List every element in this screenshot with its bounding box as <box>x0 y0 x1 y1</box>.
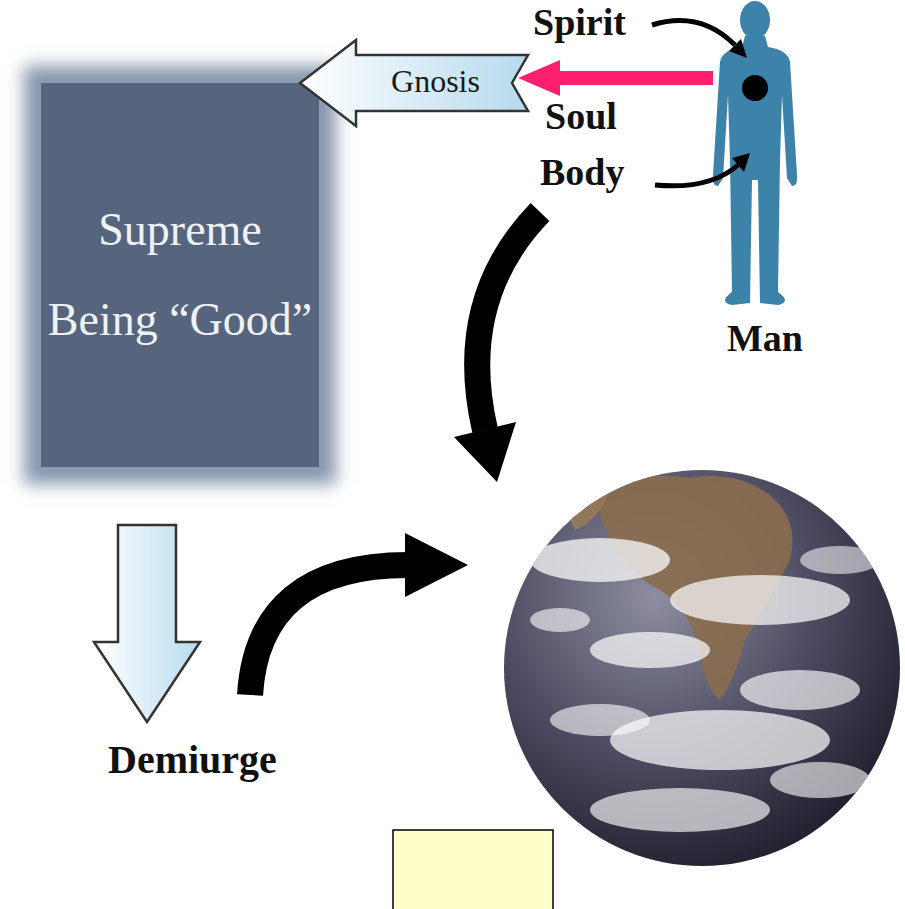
node-text: Supreme Being “Good” <box>41 185 319 365</box>
pink-arrow <box>518 60 713 96</box>
figure-label: Man <box>727 318 803 360</box>
man-figure <box>713 1 797 305</box>
empty-box <box>393 830 553 909</box>
gnosis-arrow: Gnosis <box>298 38 533 128</box>
down-arrow <box>94 525 200 722</box>
curved-arrow <box>250 533 468 695</box>
supreme-box: Supreme Being “Good” <box>38 80 322 470</box>
part-label: Spirit <box>533 2 626 44</box>
node-text: Gnosis <box>358 62 513 100</box>
pointer-arrow <box>652 21 750 186</box>
part-label: Demiurge <box>108 738 277 782</box>
part-label: Body <box>540 152 624 194</box>
part-label: Soul <box>545 96 617 138</box>
curved-arrow <box>454 212 540 482</box>
earth <box>504 470 900 866</box>
arrow-shape <box>300 40 528 126</box>
